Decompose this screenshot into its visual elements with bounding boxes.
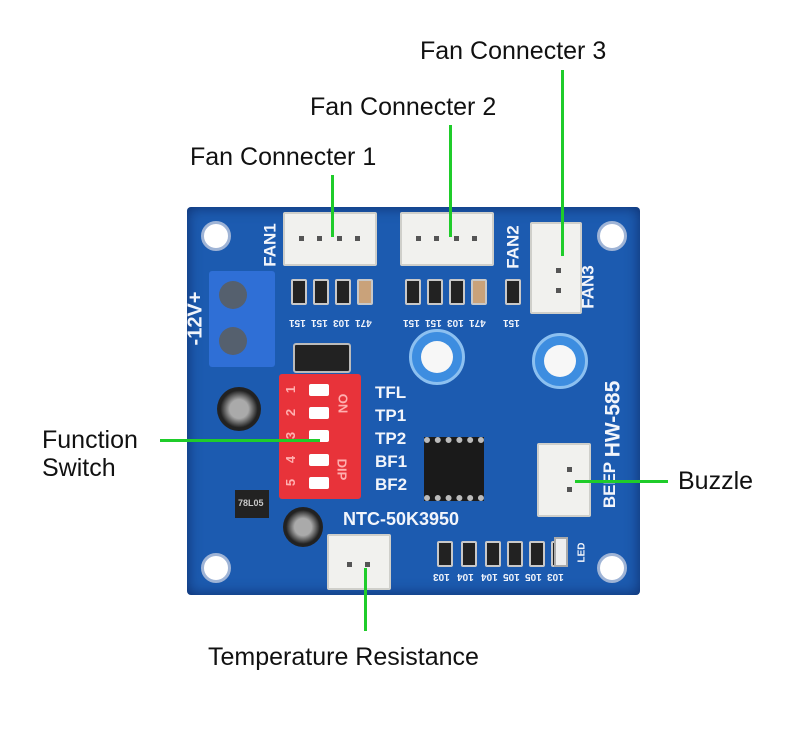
beep-label: BEEP: [600, 461, 620, 509]
ntc-connector: [327, 534, 391, 590]
potentiometer-2[interactable]: [532, 333, 588, 389]
res-label: 151: [503, 317, 520, 328]
fan3-label: FAN3: [578, 265, 598, 309]
pcb-board: FAN1 FAN2 FAN3 -12V+ 151 151 103 471 151…: [184, 207, 640, 595]
function-bf2: BF2: [375, 475, 408, 494]
function-dip-switch[interactable]: 1 2 3 4 5 ON DIP: [279, 374, 361, 499]
res-label: 104: [457, 571, 474, 582]
function-tp1: TP1: [375, 406, 407, 425]
res-label: 151: [403, 317, 420, 328]
dip-switch-4[interactable]: [309, 454, 329, 466]
regulator-label: 78L05: [238, 498, 264, 508]
dip-switch-1[interactable]: [309, 384, 329, 396]
controller-ic: [424, 437, 484, 501]
mount-hole: [201, 553, 231, 583]
capacitor: [217, 387, 261, 431]
dip-number: 2: [283, 408, 299, 417]
dip-number: 5: [283, 478, 299, 487]
callout-function-switch-line1: Function: [42, 426, 138, 454]
res-label: 471: [469, 317, 486, 328]
mount-hole: [201, 221, 231, 251]
function-tp2: TP2: [375, 429, 407, 448]
res-label: 471: [355, 317, 372, 328]
mount-hole: [597, 553, 627, 583]
res-label: 151: [425, 317, 442, 328]
res-label: 103: [333, 317, 350, 328]
dip-on-label: ON: [335, 393, 351, 414]
potentiometer-1[interactable]: [409, 329, 465, 385]
res-label: 103: [433, 571, 450, 582]
dip-number: 4: [283, 455, 299, 464]
dip-label: DIP: [334, 458, 350, 481]
callout-fan-connector-1: Fan Connecter 1: [190, 143, 377, 171]
dip-number: 1: [283, 385, 299, 394]
callout-temperature-resistance: Temperature Resistance: [208, 643, 479, 671]
dip-switch-2[interactable]: [309, 407, 329, 419]
res-label: 105: [503, 571, 520, 582]
callout-line-fan3: [561, 70, 564, 256]
res-label: 151: [311, 317, 328, 328]
capacitor: [283, 507, 323, 547]
callout-function-switch: Function Switch: [42, 426, 138, 482]
fan2-label: FAN2: [503, 225, 523, 269]
ntc-label: NTC-50K3950: [343, 509, 460, 529]
callout-function-switch-line2: Switch: [42, 454, 116, 482]
power-label: -12V+: [184, 291, 207, 346]
callout-line-function-switch: [160, 439, 320, 442]
function-bf1: BF1: [375, 452, 408, 471]
res-label: 103: [547, 571, 564, 582]
fan1-label: FAN1: [260, 223, 280, 267]
power-terminal: [209, 271, 275, 367]
callout-buzzle: Buzzle: [678, 467, 754, 495]
regulator-78l05: 78L05: [235, 490, 269, 518]
dip-switch-5[interactable]: [309, 477, 329, 489]
res-label: 151: [289, 317, 306, 328]
callout-fan-connector-2: Fan Connecter 2: [310, 93, 497, 121]
res-label: 104: [481, 571, 498, 582]
callout-line-temperature: [364, 568, 367, 631]
fan2-connector: [400, 212, 494, 266]
callout-line-fan1: [331, 175, 334, 237]
model-label: HW-585: [601, 380, 625, 458]
res-label: 103: [447, 317, 464, 328]
callout-line-fan2: [449, 125, 452, 237]
function-labels: TFL TP1 TP2 BF1 BF2: [375, 381, 407, 496]
callout-fan-connector-3: Fan Connecter 3: [420, 37, 607, 65]
fan3-connector: [530, 222, 582, 314]
res-label: 105: [525, 571, 542, 582]
led-label: LED: [576, 542, 588, 563]
mount-hole: [597, 221, 627, 251]
fan1-connector: [283, 212, 377, 266]
function-tfl: TFL: [375, 383, 407, 402]
diode: [293, 343, 351, 373]
callout-line-buzzle: [575, 480, 668, 483]
led: [554, 537, 568, 567]
